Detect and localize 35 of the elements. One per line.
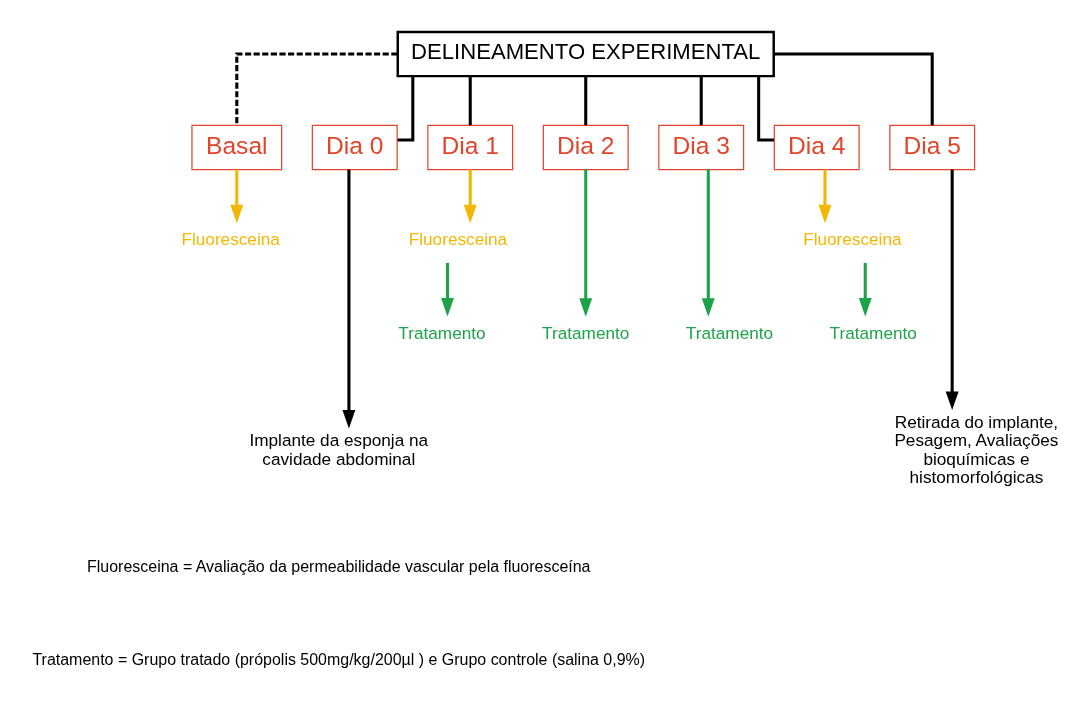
node-box: DELINEAMENTO EXPERIMENTAL [396, 30, 775, 78]
arrow [945, 169, 959, 411]
connector [699, 76, 703, 126]
arrow [818, 169, 832, 224]
arrow [230, 169, 244, 224]
arrow [441, 262, 454, 317]
label: Fluoresceina = Avaliação da permeabilidade vascular pela fluoresceína [87, 557, 591, 575]
node-text: Tratamento [398, 322, 486, 343]
node-text: Fluoresceina [803, 229, 902, 250]
node-text: Tratamento [542, 322, 630, 343]
node-text: Fluoresceina [181, 229, 280, 250]
arrow [858, 262, 872, 317]
arrow [463, 169, 477, 224]
node-box: Dia 3 [658, 124, 745, 171]
arrow [342, 169, 356, 429]
arrow [701, 169, 715, 317]
label: Tratamento = Grupo tratado (própolis 500mg/kg/200µl ) e Grupo controle (salina 0,9%) [32, 651, 646, 669]
connector [397, 76, 415, 142]
node-box: Dia 2 [542, 124, 629, 171]
connector [584, 76, 588, 126]
node-box: Basal [191, 124, 283, 171]
arrow [579, 169, 593, 317]
node-text: Fluoresceina [408, 229, 508, 250]
node-box: Dia 4 [773, 124, 860, 171]
node-text: Tratamento [685, 322, 774, 343]
node-box: Dia 1 [427, 124, 514, 171]
connector [235, 52, 398, 126]
connector [468, 76, 472, 126]
node-text: Tratamento [829, 322, 917, 343]
node-text: Implante da esponja na cavidade abdominal [249, 430, 429, 469]
node-box: Dia 5 [889, 124, 976, 171]
connector [774, 52, 934, 126]
node-text: Retirada do implante, Pesagem, Avaliações bioquímicas e histomorfológicas [894, 411, 1059, 488]
node-box: Dia 0 [311, 124, 398, 171]
connector [757, 76, 774, 142]
